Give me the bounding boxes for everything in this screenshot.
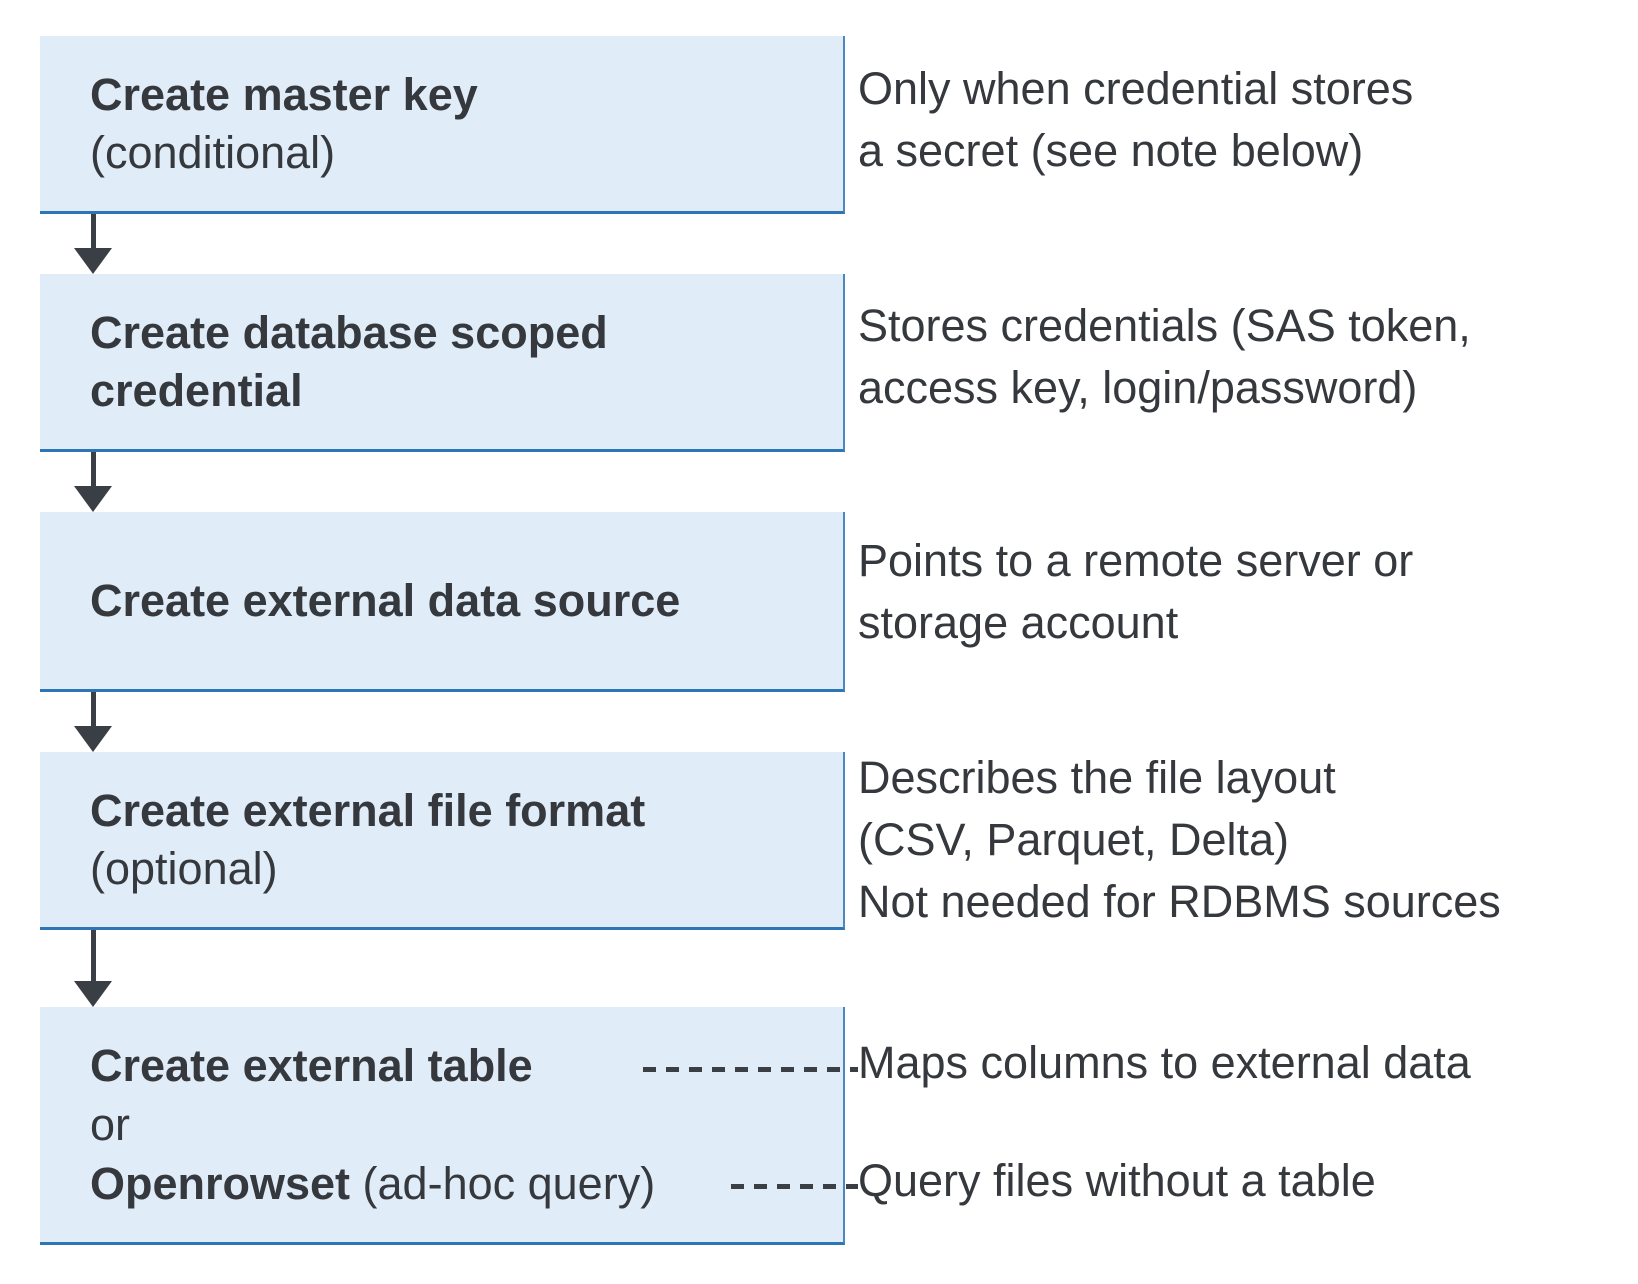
step-openrowset-qualifier: (ad-hoc query): [350, 1158, 656, 1209]
step-box-create-external-table-or-openrowset: Create external table or Openrowset (ad-…: [40, 1007, 845, 1245]
arrow-head-icon: [74, 981, 112, 1007]
note-line: storage account: [858, 597, 1179, 648]
note-line: access key, login/password): [858, 362, 1418, 413]
note-line: (CSV, Parquet, Delta): [858, 814, 1290, 865]
note-line: Not needed for RDBMS sources: [858, 876, 1501, 927]
step-title: Create external file format: [90, 784, 646, 836]
note-external-table: Maps columns to external data: [858, 1032, 1471, 1094]
note-external-file-format: Describes the file layout (CSV, Parquet,…: [858, 747, 1501, 933]
note-master-key: Only when credential stores a secret (se…: [858, 58, 1413, 182]
down-arrow-connector-1: [74, 214, 112, 274]
down-arrow-connector-3: [74, 692, 112, 752]
note-database-scoped-credential: Stores credentials (SAS token, access ke…: [858, 295, 1471, 419]
step-box-create-external-file-format: Create external file format (optional): [40, 752, 845, 930]
arrow-stem: [90, 452, 96, 486]
note-line: Only when credential stores: [858, 63, 1414, 114]
step-title: Create database scoped: [90, 306, 608, 358]
arrow-head-icon: [74, 248, 112, 274]
arrow-stem: [90, 692, 96, 726]
step-subtitle: (optional): [90, 842, 278, 894]
step-subtitle: (conditional): [90, 126, 336, 178]
step-title: Create master key: [90, 68, 478, 120]
step-box-create-database-scoped-credential: Create database scoped credential: [40, 274, 845, 452]
arrow-stem: [90, 214, 96, 248]
arrow-stem: [90, 930, 96, 981]
note-line: a secret (see note below): [858, 125, 1364, 176]
step-title: Create external data source: [90, 574, 681, 626]
step-box-create-master-key: Create master key (conditional): [40, 36, 845, 214]
down-arrow-connector-4: [74, 930, 112, 1007]
note-openrowset: Query files without a table: [858, 1150, 1376, 1212]
step-openrowset-label: Openrowset: [90, 1158, 351, 1209]
arrow-head-icon: [74, 486, 112, 512]
dashed-connector-openrowset: [731, 1184, 858, 1189]
step-box-create-external-data-source: Create external data source: [40, 512, 845, 692]
note-line: Stores credentials (SAS token,: [858, 300, 1471, 351]
note-line: Describes the file layout: [858, 752, 1336, 803]
arrow-head-icon: [74, 726, 112, 752]
note-line: Maps columns to external data: [858, 1037, 1471, 1088]
dashed-connector-external-table: [643, 1067, 858, 1072]
down-arrow-connector-2: [74, 452, 112, 512]
step-title: Create external table: [90, 1040, 533, 1091]
note-line: Points to a remote server or: [858, 535, 1414, 586]
note-line: Query files without a table: [858, 1155, 1376, 1206]
step-or-label: or: [90, 1099, 131, 1150]
note-external-data-source: Points to a remote server or storage acc…: [858, 530, 1413, 654]
step-title-line2: credential: [90, 364, 303, 416]
step-openrowset-line: Openrowset (ad-hoc query): [90, 1154, 843, 1213]
